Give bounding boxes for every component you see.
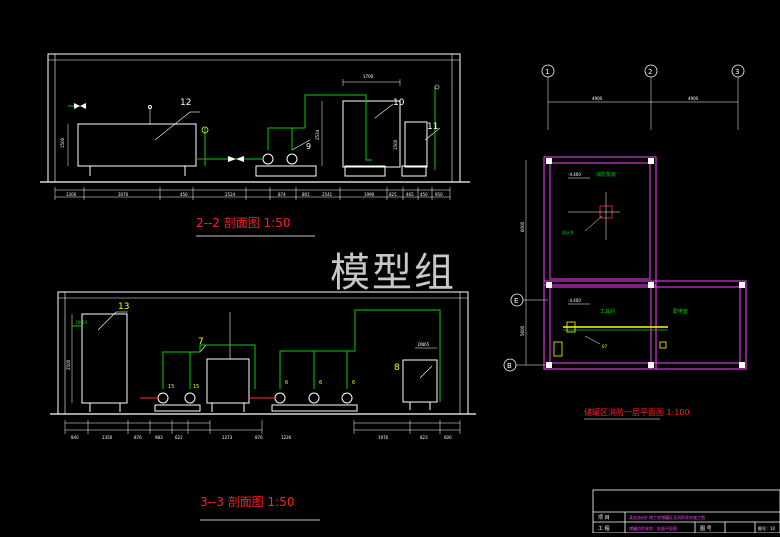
- plan-dim-top-a: 4900: [592, 96, 603, 101]
- dim-c-10: 823: [420, 435, 428, 440]
- tb-row1-b: 某加油站扩建工程储罐区及消防泵房施工图: [629, 514, 705, 520]
- section-title-2-2: 2--2 剖面图 1:50: [196, 216, 291, 230]
- label-tank-8: 8: [394, 363, 400, 373]
- plan-pump-label: 07: [602, 344, 608, 349]
- plan-room-lower: [543, 280, 747, 370]
- tank-7: [206, 358, 250, 404]
- dim-b-2: 3070: [118, 192, 129, 197]
- axis-label-1: 1: [545, 68, 549, 76]
- piping-3-3: [72, 309, 441, 402]
- tank-12: [77, 123, 197, 167]
- label-p6a: 6: [285, 380, 288, 386]
- tb-row2-a: 工 程: [598, 525, 610, 532]
- tb-row1-a: 项 目: [598, 515, 610, 521]
- dim-c-9: 1976: [378, 435, 389, 440]
- dim-left-2-2: 1500: [60, 137, 65, 148]
- tank-8: [402, 359, 438, 403]
- label-p6c: 6: [352, 380, 355, 386]
- label-tank-7: 7: [198, 337, 204, 347]
- axis-label-e: E: [514, 297, 518, 305]
- label-p15a: 15: [168, 384, 174, 390]
- section-title-3-3: 3--3 剖面图 1:50: [200, 495, 295, 509]
- tb-row2-d: 图号：10: [758, 525, 776, 531]
- dim-b-6: 801: [302, 192, 310, 197]
- dim-c-3: 876: [134, 435, 142, 440]
- label-dn65: DN65: [418, 342, 430, 347]
- plan-room-upper: [543, 156, 657, 286]
- dim-b-11: 450: [420, 192, 428, 197]
- tank-13: [81, 313, 128, 404]
- plan-leader-label: 雨水井: [562, 229, 574, 235]
- room-outline-2-2: [47, 53, 461, 183]
- dim-c-4: 983: [155, 435, 163, 440]
- piping-2-2: [68, 86, 436, 170]
- dim-b-3: 456: [180, 192, 188, 197]
- dim-b-4: 2524: [225, 192, 236, 197]
- plan-level-lower: -4.400: [568, 298, 581, 303]
- dim-mid-a-2-2: 2534: [315, 129, 320, 140]
- plan-dim-left-b: 5600: [520, 325, 525, 336]
- label-tank-10: 10: [393, 98, 405, 108]
- dim-c-8: 1226: [281, 435, 292, 440]
- label-dn50: DN50: [76, 320, 88, 325]
- label-pump-9: 9: [306, 142, 311, 151]
- section-2-2: [40, 53, 470, 200]
- dim-b-5: 874: [278, 192, 286, 197]
- plan-dim-top-b: 4900: [688, 96, 699, 101]
- dim-b-8: 1990: [364, 192, 375, 197]
- label-p6b: 6: [319, 380, 322, 386]
- dim-left-3-3: 2500: [66, 359, 71, 370]
- tank-10: [342, 100, 401, 168]
- label-tank-12: 12: [180, 98, 191, 108]
- pump-base-9: [255, 165, 317, 177]
- tb-row2-b: 储罐消防泵房、剖面平面图: [629, 525, 677, 531]
- label-tank-13: 13: [118, 302, 129, 312]
- plan-view: [503, 64, 747, 372]
- dim-mid-b-2-2: 1500: [393, 139, 398, 150]
- dim-b-1: 1300: [66, 192, 77, 197]
- label-p15b: 15: [193, 384, 199, 390]
- plan-title: 储罐区消防一层平面图 1:100: [584, 407, 690, 417]
- dim-c-5: 622: [175, 435, 183, 440]
- watermark: 模型组: [330, 250, 456, 296]
- dim-b-9: 825: [389, 192, 397, 197]
- tb-row2-c: 图 号: [700, 526, 712, 532]
- axis-label-2: 2: [648, 68, 652, 76]
- section-3-3: [50, 291, 476, 434]
- dim-c-1: 840: [71, 435, 79, 440]
- dim-c-7: 876: [255, 435, 263, 440]
- axis-label-b: B: [507, 362, 512, 370]
- pump-9b: [286, 153, 298, 165]
- pump-9a: [262, 153, 274, 165]
- label-tank-11: 11: [427, 122, 438, 132]
- dim-c-6: 1273: [222, 435, 233, 440]
- plan-room-upper-label: 消防泵房: [596, 171, 616, 178]
- dim-c-2: 1350: [102, 435, 113, 440]
- dim-b-12: 950: [435, 192, 443, 197]
- dim-b-7: 2541: [322, 192, 333, 197]
- dim-top-2-2: 1700: [363, 74, 374, 79]
- title-block: [592, 489, 780, 534]
- dim-c-11: 600: [444, 435, 452, 440]
- plan-room-lower-b-label: 配电室: [673, 308, 688, 315]
- plan-level-upper: -4.400: [568, 172, 581, 177]
- plan-room-lower-a-label: 工具间: [600, 308, 615, 315]
- tank-11: [404, 121, 428, 168]
- axis-label-3: 3: [735, 68, 739, 76]
- plan-dim-left-a: 6000: [520, 221, 525, 232]
- dim-b-10: 465: [406, 192, 414, 197]
